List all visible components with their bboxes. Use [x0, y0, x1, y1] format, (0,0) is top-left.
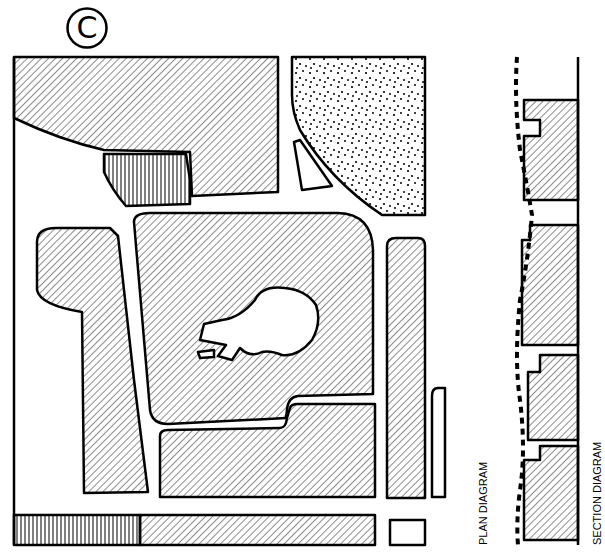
dashed-profile	[516, 57, 532, 545]
building-section	[524, 446, 578, 540]
outlined-block	[432, 388, 445, 497]
sheet-letter: C	[66, 7, 108, 49]
circle-marker: C	[66, 7, 108, 49]
diagram-caption: PLAN DIAGRAM	[477, 462, 490, 545]
dotted-park	[292, 57, 425, 215]
blocks	[14, 57, 445, 545]
building-section	[528, 355, 578, 440]
frame-line	[13, 57, 16, 545]
islet	[198, 350, 214, 358]
striped-block	[14, 515, 140, 545]
diagram-caption: SECTION DIAGRAM	[591, 442, 604, 545]
section-diagram	[516, 57, 578, 545]
hatched-block	[387, 238, 425, 498]
hatched-block	[134, 213, 373, 424]
hatched-block	[160, 404, 375, 497]
building-section	[524, 100, 578, 200]
outlined-block	[390, 520, 425, 545]
traffic-island	[294, 140, 332, 190]
striped-block	[104, 154, 190, 206]
hatched-block	[37, 228, 148, 493]
lake	[200, 288, 318, 361]
hatched-block	[140, 515, 375, 545]
